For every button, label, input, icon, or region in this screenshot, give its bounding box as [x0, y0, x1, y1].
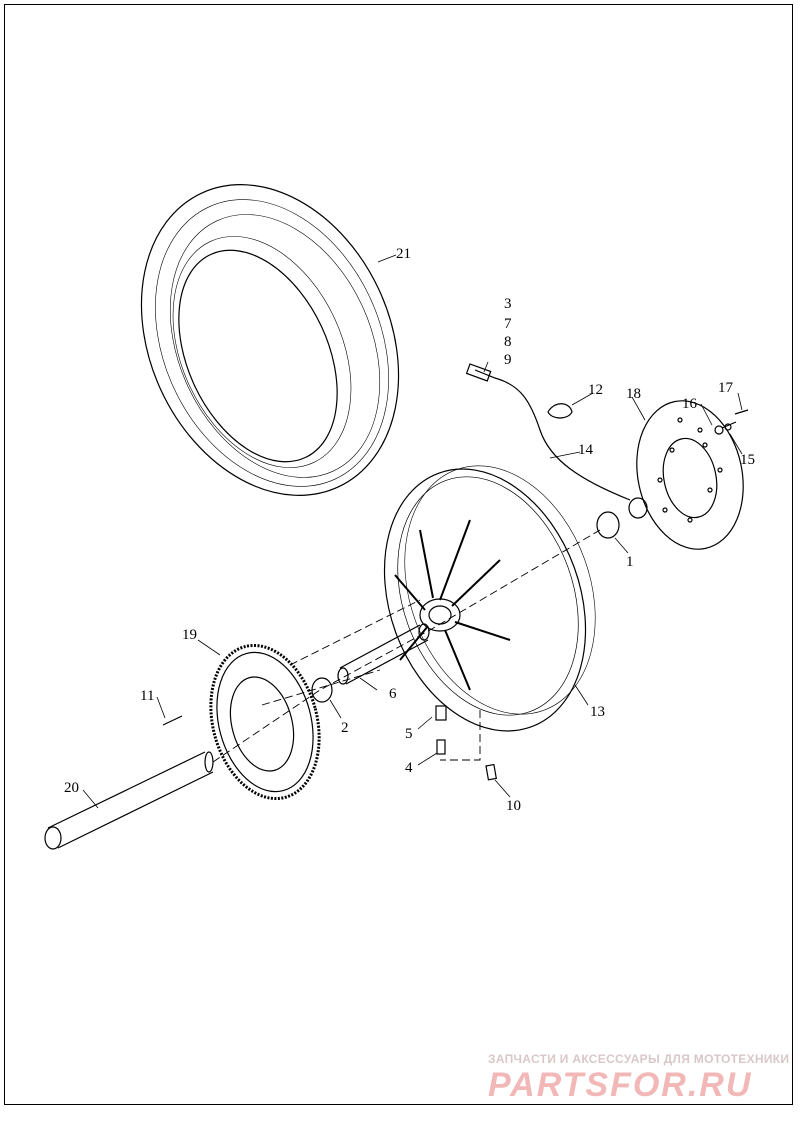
- leader-lines: [82, 254, 743, 809]
- callout-21: 21: [396, 246, 411, 262]
- callout-16: 16: [682, 396, 697, 412]
- assembly-guide-lines: [212, 529, 601, 763]
- spacer-and-bearings: [311, 497, 648, 703]
- wheel-rim: [383, 465, 596, 732]
- brake-disc: [636, 400, 744, 550]
- drawing-border: [4, 4, 793, 1105]
- callout-20: 20: [64, 780, 79, 796]
- callout-18: 18: [626, 386, 641, 402]
- callout-1: 1: [626, 554, 634, 570]
- callout-14: 14: [578, 442, 593, 458]
- sensor-cable: [465, 363, 631, 501]
- callout-3: 3: [504, 296, 512, 312]
- callout-12: 12: [588, 382, 603, 398]
- callout-17: 17: [718, 380, 733, 396]
- callout-11: 11: [140, 688, 155, 704]
- callout-19: 19: [182, 627, 197, 643]
- tire: [140, 184, 400, 496]
- callout-4: 4: [405, 760, 413, 776]
- axle: [44, 751, 214, 850]
- watermark-logo: PARTSFOR.RU: [488, 1066, 753, 1104]
- callout-13: 13: [590, 704, 605, 720]
- callout-10: 10: [506, 798, 521, 814]
- watermark: ЗАПЧАСТИ И АКСЕССУАРЫ ДЛЯ МОТОТЕХНИКИ PA…: [470, 1048, 790, 1108]
- callout-9: 9: [504, 352, 512, 368]
- callout-15: 15: [740, 452, 755, 468]
- callout-5: 5: [405, 726, 413, 742]
- small-parts: [162, 403, 749, 781]
- callout-7: 7: [504, 316, 512, 332]
- callout-6: 6: [389, 686, 397, 702]
- sprocket: [209, 643, 321, 801]
- callout-8: 8: [504, 334, 512, 350]
- watermark-tagline: ЗАПЧАСТИ И АКСЕССУАРЫ ДЛЯ МОТОТЕХНИКИ: [488, 1052, 790, 1066]
- callout-2: 2: [341, 720, 349, 736]
